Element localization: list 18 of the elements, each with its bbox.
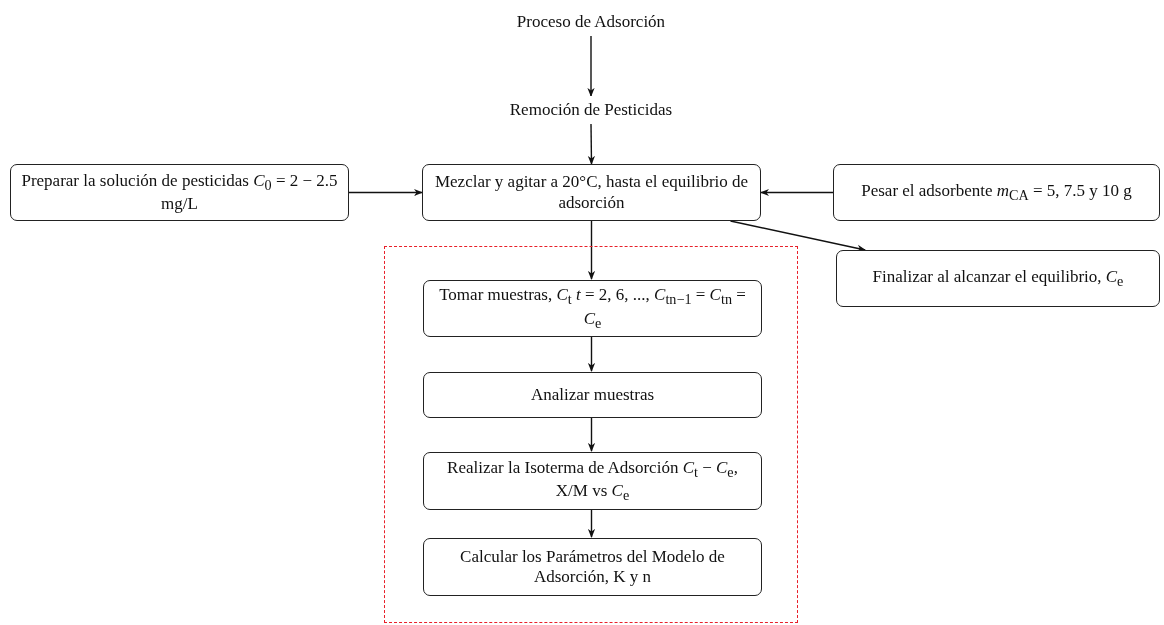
arrow [587, 123, 595, 165]
arrow [587, 508, 596, 538]
process-box: Analizar muestras [423, 372, 762, 418]
arrow [760, 188, 834, 197]
process-box: Tomar muestras, C$_{t}$ t = 2, 6, ..., C$_{tn−1}$ = C$_{tn}$ = C$_{e}$ [423, 280, 762, 337]
arrow [587, 220, 596, 280]
arrow [587, 416, 596, 452]
arrow [587, 335, 596, 372]
dashed-group-frame [384, 246, 798, 623]
process-box: Calcular los Parámetros del Modelo de Adsorción, K y n [423, 538, 762, 596]
process-box: Finalizar al alcanzar el equilibrio, C$_{e}$ [836, 250, 1160, 307]
process-box: Pesar el adsorbente m$_{CA}$ = 5, 7.5 y 10 g [833, 164, 1160, 221]
process-box: Mezclar y agitar a 20°C, hasta el equilibrio de adsorción [422, 164, 761, 221]
process-box: Realizar la Isoterma de Adsorción C$_{t}$ − C$_{e}$, X/M vs C$_{e}$ [423, 452, 762, 510]
arrow [587, 35, 595, 97]
arrow [348, 188, 423, 197]
arrow [729, 220, 867, 252]
process-box: Preparar la solución de pesticidas C$_{0}$ = 2 − 2.5 mg/L [10, 164, 349, 221]
